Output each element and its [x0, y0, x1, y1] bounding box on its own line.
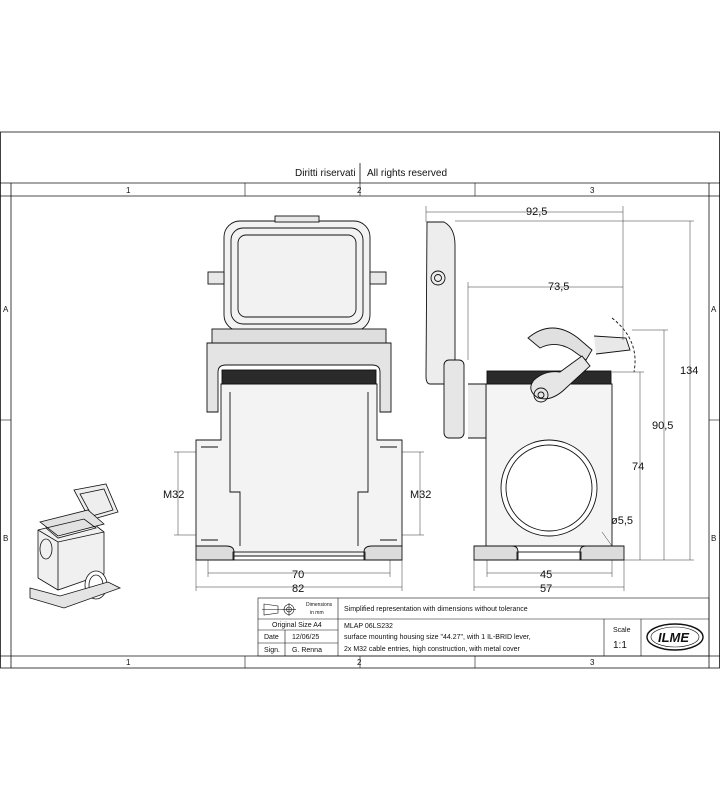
zone-row-a-left: A — [3, 305, 9, 314]
part-code: MLAP 06LS232 — [344, 623, 393, 630]
side-view — [425, 221, 636, 561]
front-inner-width-label: 70 — [292, 569, 304, 581]
zone-row-b-left: B — [3, 534, 8, 543]
front-view-dimension-lines — [174, 451, 424, 591]
side-total-depth-label: 92,5 — [526, 206, 547, 218]
zone-row-b-right: B — [711, 534, 716, 543]
isometric-view — [29, 483, 122, 609]
rights-reserved-italian: Diritti riservati — [295, 168, 356, 179]
side-hole-diameter-label: ø5,5 — [611, 515, 633, 527]
description-line-1: surface mounting housing size "44.27", w… — [344, 634, 531, 641]
front-view — [195, 215, 403, 561]
title-block — [257, 597, 710, 657]
scale-value: 1:1 — [613, 640, 627, 651]
side-height-2-label: 90,5 — [652, 420, 673, 432]
simplified-note: Simplified representation with dimension… — [344, 606, 528, 613]
side-lever-depth-label: 73,5 — [548, 281, 569, 293]
zone-column-2-top: 2 — [357, 186, 362, 195]
projection-symbol-icon — [262, 603, 296, 616]
zone-column-1-top: 1 — [126, 186, 131, 195]
zone-column-2-bottom: 2 — [357, 658, 362, 667]
rights-reserved-english: All rights reserved — [367, 168, 447, 179]
zone-column-3-bottom: 3 — [590, 658, 595, 667]
sign-value: G. Renna — [292, 647, 322, 654]
side-base-outer-label: 57 — [540, 583, 552, 595]
zone-column-1-bottom: 1 — [126, 658, 131, 667]
zone-row-a-right: A — [711, 305, 717, 314]
dimensions-unit: in mm — [310, 610, 324, 616]
side-base-inner-label: 45 — [540, 569, 552, 581]
side-view-dimension-lines — [425, 206, 694, 591]
date-label: Date — [264, 634, 279, 641]
front-right-thread-label: M32 — [410, 489, 431, 501]
ilme-logo-icon: ILME — [646, 623, 704, 651]
original-size-label: Original Size A4 — [272, 622, 322, 629]
side-total-height-label: 134 — [680, 365, 698, 377]
date-value: 12/06/25 — [292, 634, 319, 641]
description-line-2: 2x M32 cable entries, high construction,… — [344, 646, 521, 653]
scale-label: Scale — [613, 627, 631, 634]
ilme-logo-text: ILME — [658, 630, 689, 645]
zone-column-3-top: 3 — [590, 186, 595, 195]
side-height-1-label: 74 — [632, 461, 644, 473]
front-outer-width-label: 82 — [292, 583, 304, 595]
sign-label: Sign. — [264, 647, 280, 654]
dimensions-label: Dimensions — [306, 602, 333, 608]
front-left-thread-label: M32 — [163, 489, 184, 501]
